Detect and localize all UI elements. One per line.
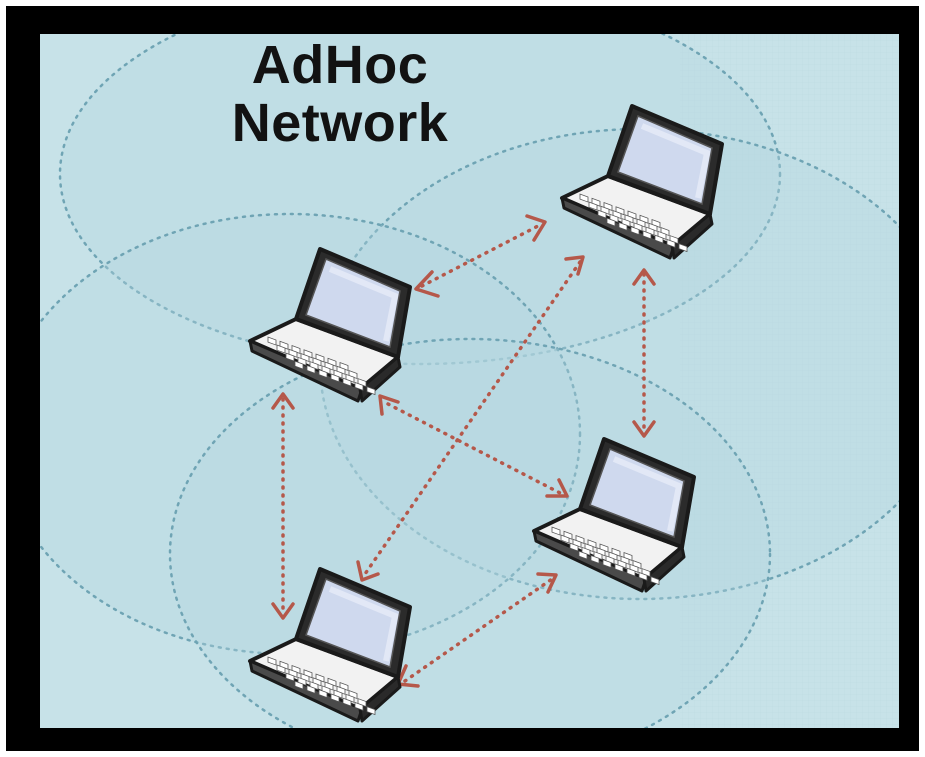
arrowhead — [271, 392, 295, 410]
laptop-icon — [560, 104, 724, 260]
coverage-zone-1 — [58, 34, 782, 366]
arrowhead — [414, 270, 440, 298]
laptop-icon — [532, 437, 696, 593]
link-a-b — [420, 224, 540, 288]
link-b-c-diagonal — [363, 260, 582, 576]
arrowhead — [545, 478, 569, 498]
laptop-icon — [248, 247, 412, 403]
arrowhead — [356, 560, 380, 582]
network-diagram: AdHoc Network — [40, 34, 899, 728]
links-group — [281, 224, 646, 683]
coverage-zones — [40, 34, 899, 728]
arrowheads — [271, 214, 656, 688]
title-line-2: Network — [231, 93, 449, 153]
arrowhead — [271, 602, 295, 620]
arrowhead — [564, 255, 585, 276]
laptops-group — [248, 104, 724, 723]
arrowhead — [378, 394, 400, 416]
link-c-d — [403, 577, 554, 683]
laptop-icon — [248, 567, 412, 723]
arrowhead — [632, 420, 656, 438]
title-line-1: AdHoc — [251, 35, 429, 95]
arrowhead — [632, 268, 656, 286]
arrowhead — [525, 214, 547, 242]
link-a-d — [386, 402, 564, 496]
diagram-title: AdHoc Network — [190, 36, 490, 152]
arrowhead — [536, 572, 558, 594]
diagram-canvas — [40, 34, 899, 728]
image-frame: AdHoc Network — [6, 6, 919, 751]
